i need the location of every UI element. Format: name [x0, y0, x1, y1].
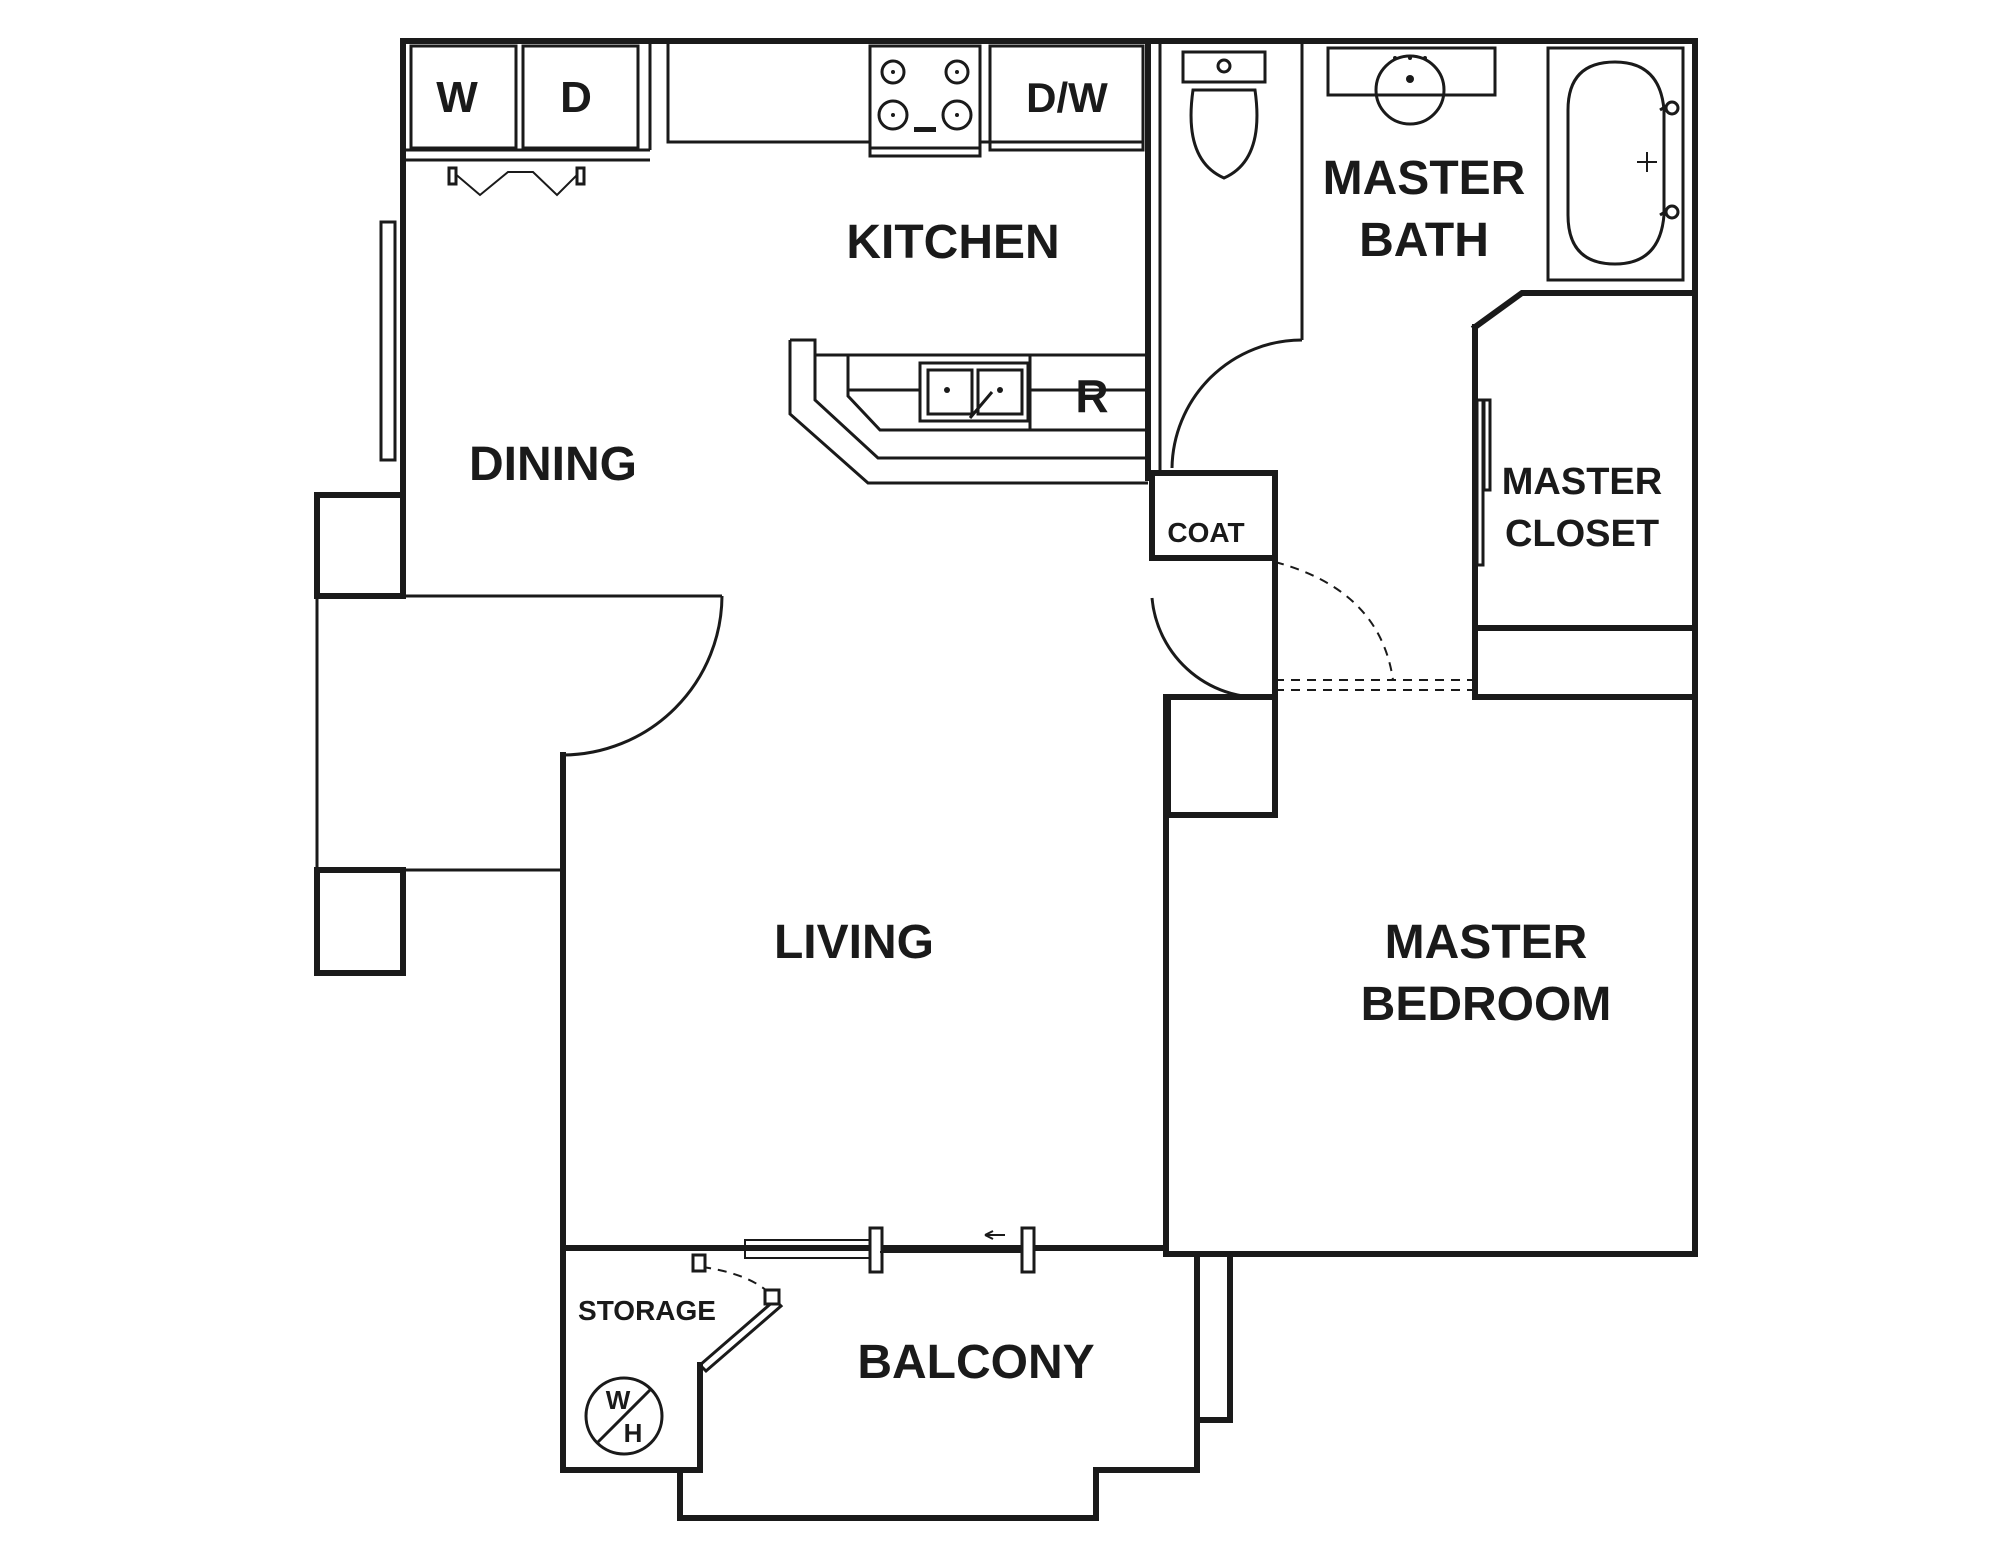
dishwasher-box [988, 44, 1145, 152]
labels: W D D/W KITCHEN R DINING LIVING COAT MAS… [436, 73, 1662, 1448]
doors [584, 398, 1492, 1456]
water-heater-icon [584, 1376, 664, 1456]
vanity-icon [1326, 46, 1497, 97]
storage-label: STORAGE [578, 1295, 716, 1326]
bathtub-icon [1546, 46, 1685, 282]
master-closet-label-line2: CLOSET [1505, 513, 1659, 555]
stove-icon [868, 44, 982, 150]
entry-area [315, 220, 724, 872]
master-bath-label-line1: MASTER [1323, 152, 1526, 205]
coat-label: COAT [1167, 517, 1244, 548]
dishwasher-label: D/W [1026, 74, 1108, 121]
balcony-label: BALCONY [857, 1336, 1094, 1389]
master-bath-label-line2: BATH [1359, 214, 1489, 267]
water-heater-w-label: W [606, 1385, 631, 1415]
kitchen-fixtures [666, 41, 1148, 485]
kitchen-label: KITCHEN [846, 216, 1059, 269]
living-label: LIVING [774, 916, 934, 969]
master-bedroom-label-line1: MASTER [1385, 916, 1588, 969]
dryer-label: D [560, 73, 592, 122]
dryer-box [521, 44, 640, 150]
water-heater-h-label: H [624, 1418, 643, 1448]
washer-label: W [436, 73, 478, 122]
laundry [401, 41, 652, 197]
master-bedroom-label-line2: BEDROOM [1361, 978, 1612, 1031]
toilet-icon [1181, 50, 1267, 84]
washer-box [409, 44, 518, 150]
dining-label: DINING [469, 438, 637, 491]
master-closet-label-line1: MASTER [1502, 461, 1662, 503]
refrigerator-label: R [1075, 370, 1108, 422]
bath-fixtures [1158, 41, 1685, 473]
